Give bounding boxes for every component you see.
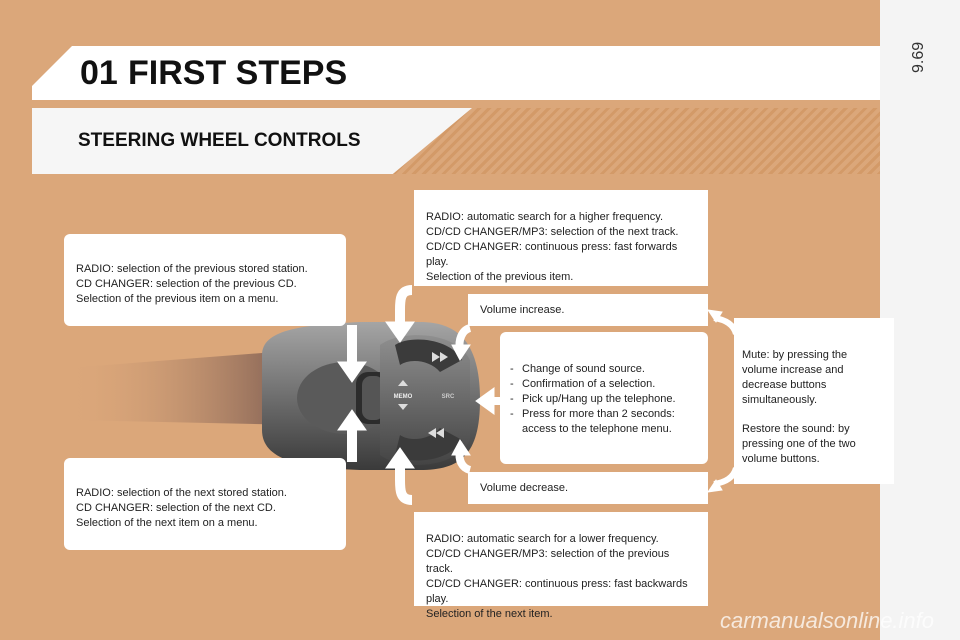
stalk-shaft bbox=[68, 350, 300, 425]
arrow-src bbox=[475, 387, 495, 415]
callout-line: Selection of the previous item on a menu… bbox=[76, 293, 279, 305]
memo-up-icon bbox=[398, 380, 408, 386]
memo-thumbwheel-highlight bbox=[362, 376, 384, 420]
callout-seek-down: RADIO: automatic search for a lower freq… bbox=[414, 512, 708, 620]
memo-label: MEMO bbox=[394, 394, 413, 400]
callout-line: CD/CD CHANGER: continuous press: fast fo… bbox=[426, 241, 678, 268]
list-item: Confirmation of a selection. bbox=[510, 377, 696, 392]
callout-line: CD/CD CHANGER/MP3: selection of the next… bbox=[426, 226, 679, 238]
callout-next-station: RADIO: selection of the next stored stat… bbox=[64, 458, 346, 550]
arrow-down-to-wheel bbox=[337, 361, 367, 383]
seek-up-button bbox=[395, 339, 462, 372]
chapter-number: 01 bbox=[80, 54, 118, 92]
section-title: STEERING WHEEL CONTROLS bbox=[78, 130, 361, 151]
list-item: Change of sound source. bbox=[510, 362, 696, 377]
source-function-list: Change of sound source. Confirmation of … bbox=[510, 362, 696, 437]
memo-down-icon bbox=[398, 404, 408, 410]
callout-line: Selection of the previous item. bbox=[426, 271, 574, 283]
chapter-header-band bbox=[32, 46, 880, 100]
src-label: SRC bbox=[442, 394, 455, 400]
callout-line: CD/CD CHANGER: continuous press: fast ba… bbox=[426, 578, 688, 605]
list-item: Press for more than 2 seconds: access to… bbox=[510, 407, 696, 437]
callout-volume-decrease: Volume decrease. bbox=[468, 472, 708, 504]
arrow-mute-up bbox=[706, 309, 723, 323]
arrow-up-to-wheel bbox=[337, 409, 367, 431]
callout-line: CD/CD CHANGER/MP3: selection of the prev… bbox=[426, 548, 670, 575]
section-title-plate bbox=[32, 108, 472, 174]
callout-line: Selection of the next item. bbox=[426, 608, 553, 620]
callout-line: Volume increase. bbox=[480, 304, 565, 316]
callout-line: RADIO: automatic search for a lower freq… bbox=[426, 533, 659, 545]
seek-down-button bbox=[395, 428, 462, 461]
callout-volume-increase: Volume increase. bbox=[468, 294, 708, 326]
callout-line: CD CHANGER: selection of the next CD. bbox=[76, 502, 276, 514]
arrow-volume-down bbox=[451, 439, 471, 456]
callout-line: Selection of the next item on a menu. bbox=[76, 517, 258, 529]
fast-backward-icon bbox=[428, 428, 444, 438]
callout-line: Volume decrease. bbox=[480, 482, 569, 494]
callout-source-button: Change of sound source. Confirmation of … bbox=[500, 332, 708, 464]
watermark: carmanualsonline.info bbox=[720, 608, 935, 633]
arrow-seek-down bbox=[385, 447, 415, 469]
callout-line: CD CHANGER: selection of the previous CD… bbox=[76, 278, 297, 290]
callout-line: RADIO: automatic search for a higher fre… bbox=[426, 211, 664, 223]
list-item: Pick up/Hang up the telephone. bbox=[510, 392, 696, 407]
callout-line: RADIO: selection of the previous stored … bbox=[76, 263, 308, 275]
chapter-title: FIRST STEPS bbox=[128, 54, 348, 92]
callout-seek-up: RADIO: automatic search for a higher fre… bbox=[414, 190, 708, 286]
callout-line: RADIO: selection of the next stored stat… bbox=[76, 487, 287, 499]
arrow-seek-up bbox=[385, 321, 415, 343]
fast-forward-icon bbox=[432, 352, 448, 362]
arrow-mute-down bbox=[706, 479, 723, 493]
callout-previous-station: RADIO: selection of the previous stored … bbox=[64, 234, 346, 326]
arrow-volume-up bbox=[451, 344, 471, 361]
mute-text: Mute: by pressing the volume increase an… bbox=[742, 349, 848, 406]
callout-mute: Mute: by pressing the volume increase an… bbox=[734, 318, 894, 484]
restore-sound-text: Restore the sound: by pressing one of th… bbox=[742, 423, 856, 465]
